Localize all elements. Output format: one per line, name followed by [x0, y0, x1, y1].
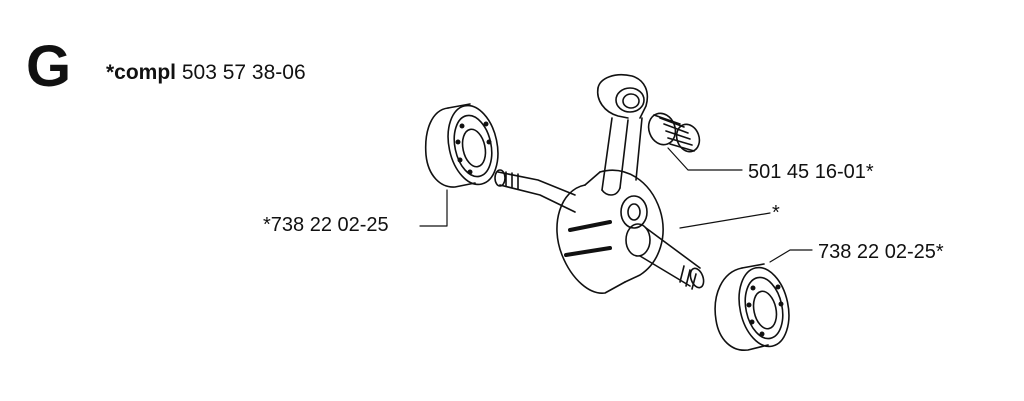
leader-lines — [419, 147, 813, 263]
needle-bearing-drawing — [647, 112, 701, 153]
assembly-prefix: *compl — [106, 61, 177, 84]
leader-bearing-right — [769, 249, 813, 263]
right-shaft-drawing — [625, 223, 705, 290]
leader-needle — [667, 147, 743, 171]
left-shaft-drawing — [494, 169, 576, 213]
assembly-number: 503 57 38-06 — [181, 61, 306, 84]
label-needle-bearing: 501 45 16-01* — [748, 161, 874, 183]
leader-star — [679, 212, 771, 229]
label-bearing-left: *738 22 02-25 — [263, 214, 389, 236]
label-crankshaft-star: * — [772, 202, 780, 224]
bearing-right-drawing — [714, 263, 790, 351]
assembly-label: *compl 503 57 38-06 — [106, 62, 306, 83]
bearing-left-drawing — [424, 103, 499, 188]
connecting-rod-drawing — [596, 73, 649, 196]
label-bearing-right: 738 22 02-25* — [818, 241, 944, 263]
leader-bearing-left — [419, 189, 448, 227]
section-letter: G — [26, 34, 72, 99]
crank-web-drawing — [556, 169, 664, 294]
